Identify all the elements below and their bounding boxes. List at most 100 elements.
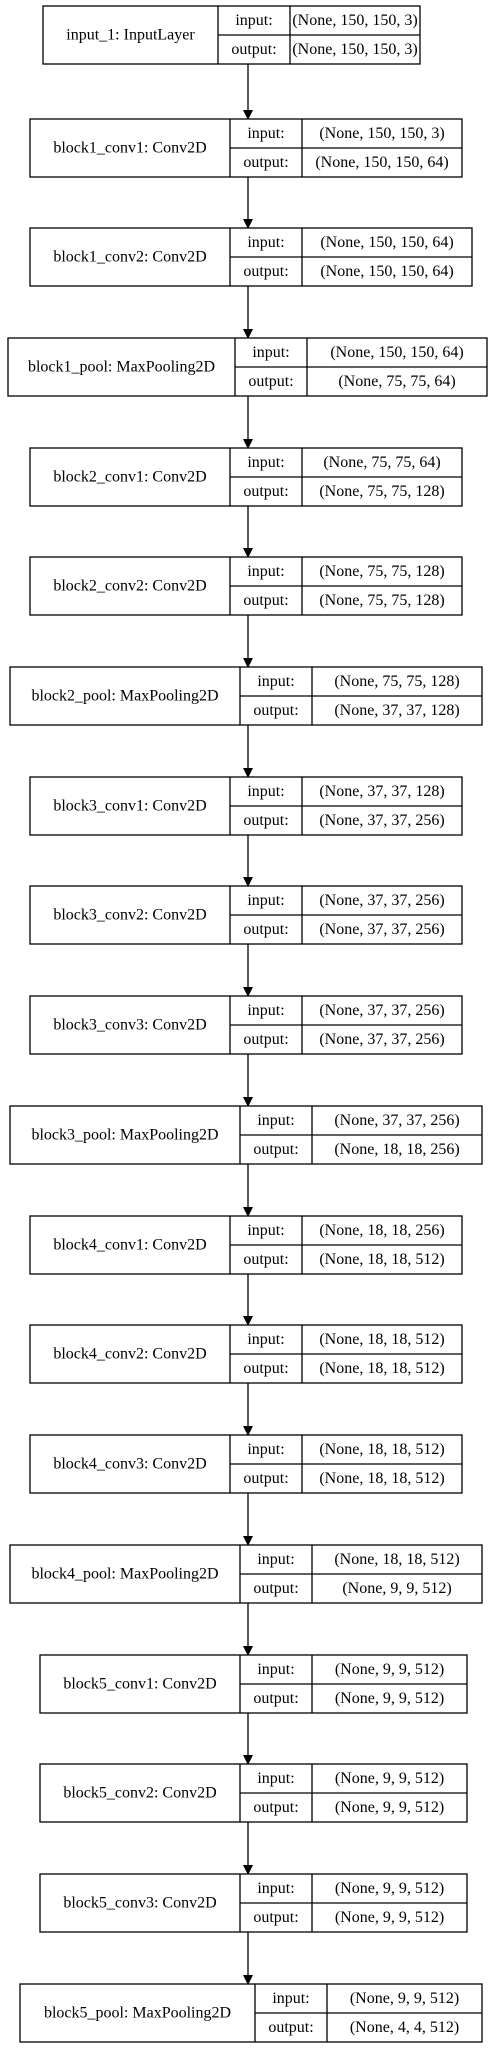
input-shape: (None, 9, 9, 512) [350,1990,459,2007]
layer-node: block5_conv3: Conv2D input: output: (None, … [39,1873,468,1933]
layer-name: block3_conv1: Conv2D [53,798,206,815]
input-label: input: [247,234,284,251]
layer-node: block3_pool: MaxPooling2D input: output: (N… [9,1105,483,1165]
layer-node: block5_pool: MaxPooling2Dinput:output:(N… [19,1983,483,2043]
input-shape: (None, 150, 150, 3) [292,12,417,29]
input-shape: (None, 37, 37, 128) [319,783,444,800]
input-shape: (None, 9, 9, 512) [335,1661,444,1678]
output-label: output: [243,592,288,609]
layer-name: block5_conv3: Conv2D [63,1895,216,1912]
input-shape: (None, 18, 18, 512) [334,1551,459,1568]
layer-node: block5_conv1: Conv2D input: output: (None, … [39,1654,468,1714]
layer-name: block1_conv1: Conv2D [53,140,206,157]
layer-name: block2_conv1: Conv2D [53,469,206,486]
input-shape: (None, 75, 75, 128) [334,673,459,690]
layer-node: block2_conv1: Conv2Dinput:output:(None, … [29,447,463,507]
layer-node: block4_conv2: Conv2D input: output: (None, … [29,1324,463,1384]
output-label: output: [253,1799,298,1816]
layer-node: block4_pool: MaxPooling2Dinput:output:(N… [9,1544,483,1604]
input-label: input: [235,12,272,29]
output-label: output: [253,1909,298,1926]
layer-node: block3_conv1: Conv2D input: output: (None, … [29,776,463,836]
input-label: input: [257,1661,294,1678]
output-shape: (None, 37, 37, 256) [319,921,444,938]
output-shape: (None, 75, 75, 128) [319,483,444,500]
output-label: output: [243,1031,288,1048]
layer-node: block1_conv1: Conv2D input: output: (None, … [29,118,463,178]
input-label: input: [247,125,284,142]
input-label: input: [247,1331,284,1348]
output-shape: (None, 37, 37, 128) [334,702,459,719]
input-label: input: [252,344,289,361]
output-shape: (None, 18, 18, 256) [334,1141,459,1158]
input-label: input: [257,1551,294,1568]
layer-name: block4_conv2: Conv2D [53,1346,206,1363]
layer-node: block3_conv2: Conv2D input: output: (None, … [29,885,463,945]
input-label: input: [247,563,284,580]
layer-node: block3_conv3: Conv2D input: output: (None, … [29,995,463,1055]
output-label: output: [243,263,288,280]
layer-name: input_1: InputLayer [66,27,195,44]
output-label: output: [243,1470,288,1487]
layer-name: block4_conv3: Conv2D [53,1456,206,1473]
layer-node: block1_pool: MaxPooling2D input: output: (N… [7,337,488,397]
layer-node: block5_conv2: Conv2Dinput:output:(None, … [39,1763,468,1823]
input-shape: (None, 150, 150, 3) [319,125,444,142]
layer-name: block4_conv1: Conv2D [53,1237,206,1254]
output-label: output: [243,1360,288,1377]
output-shape: (None, 75, 75, 128) [319,592,444,609]
output-label: output: [248,373,293,390]
output-label: output: [253,1690,298,1707]
output-label: output: [243,1251,288,1268]
layer-name: block3_conv2: Conv2D [53,907,206,924]
output-shape: (None, 9, 9, 512) [335,1909,444,1926]
layer-name: block1_conv2: Conv2D [53,249,206,266]
output-shape: (None, 75, 75, 64) [338,373,455,390]
layer-node: block2_conv2: Conv2D input: output: (None, … [29,556,463,616]
input-shape: (None, 18, 18, 512) [319,1441,444,1458]
input-label: input: [247,454,284,471]
input-label: input: [247,892,284,909]
input-label: input: [247,1222,284,1239]
output-shape: (None, 4, 4, 512) [350,2019,459,2036]
layer-name: block3_pool: MaxPooling2D [31,1127,218,1144]
output-label: output: [231,41,276,58]
input-shape: (None, 37, 37, 256) [319,1002,444,1019]
output-label: output: [253,1580,298,1597]
output-label: output: [243,812,288,829]
input-shape: (None, 150, 150, 64) [330,344,463,361]
input-shape: (None, 18, 18, 512) [319,1331,444,1348]
layer-name: block2_conv2: Conv2D [53,578,206,595]
layer-name: block2_pool: MaxPooling2D [31,688,218,705]
output-shape: (None, 37, 37, 256) [319,812,444,829]
input-label: input: [247,783,284,800]
output-label: output: [253,702,298,719]
nodes-layer: input_1: InputLayer input: output: (None, 1… [7,5,488,2043]
input-label: input: [257,1112,294,1129]
output-shape: (None, 9, 9, 512) [335,1799,444,1816]
input-shape: (None, 37, 37, 256) [334,1112,459,1129]
layer-node: block2_pool: MaxPooling2Dinput:output:(N… [9,666,483,726]
layer-node: input_1: InputLayer input: output: (None, 1… [42,5,421,65]
input-label: input: [272,1990,309,2007]
output-shape: (None, 18, 18, 512) [319,1360,444,1377]
input-shape: (None, 9, 9, 512) [335,1880,444,1897]
input-label: input: [247,1002,284,1019]
layer-name: block1_pool: MaxPooling2D [28,359,215,376]
output-shape: (None, 150, 150, 3) [292,41,417,58]
layer-name: block5_pool: MaxPooling2D [44,2005,231,2022]
layer-node: block1_conv2: Conv2D input: output: (None, … [29,227,473,287]
output-label: output: [243,921,288,938]
layer-name: block3_conv3: Conv2D [53,1017,206,1034]
layer-node: block4_conv1: Conv2Dinput:output:(None, … [29,1215,463,1275]
layer-name: block5_conv1: Conv2D [63,1676,216,1693]
output-label: output: [243,154,288,171]
input-label: input: [257,1880,294,1897]
output-label: output: [253,1141,298,1158]
layer-node: block4_conv3: Conv2Dinput:output:(None, … [29,1434,463,1494]
output-shape: (None, 150, 150, 64) [320,263,453,280]
input-shape: (None, 9, 9, 512) [335,1770,444,1787]
input-shape: (None, 75, 75, 128) [319,563,444,580]
layer-name: block5_conv2: Conv2D [63,1785,216,1802]
